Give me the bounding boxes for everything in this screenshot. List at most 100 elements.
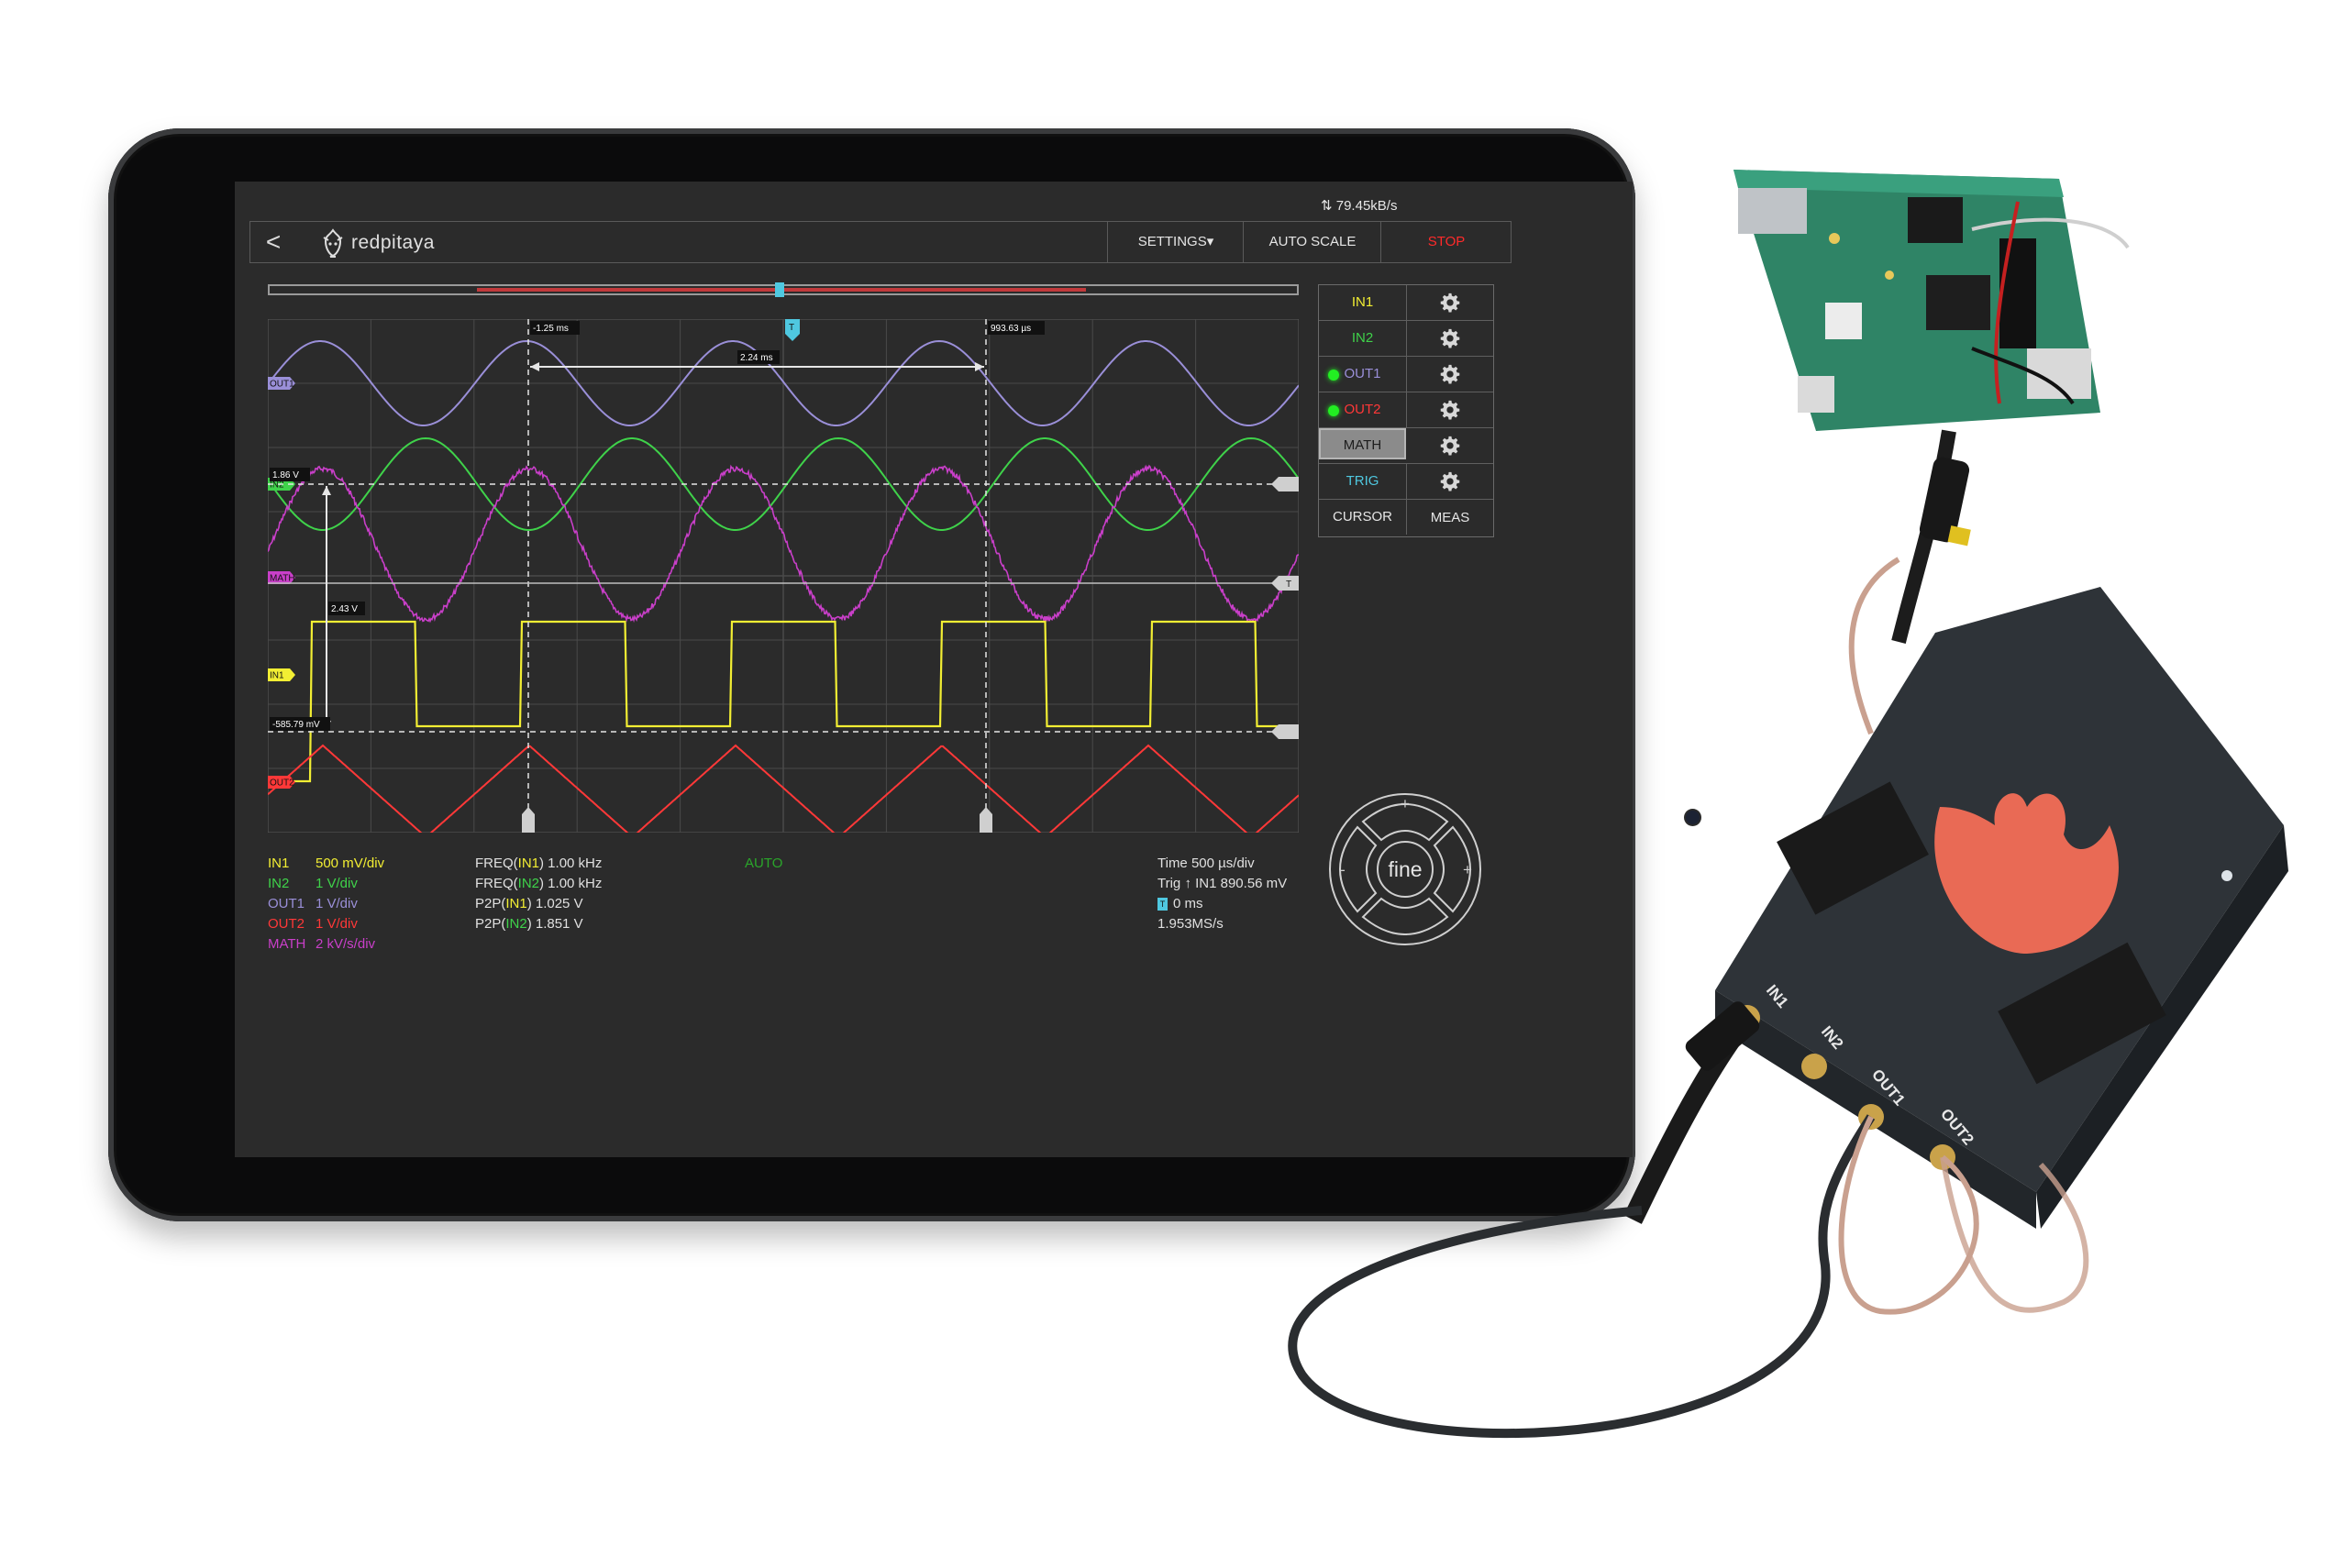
channel-button-trig[interactable]: TRIG bbox=[1319, 464, 1407, 499]
channel-label-out1: OUT1 bbox=[1344, 366, 1381, 381]
timebase-trigger: Trig ↑ IN1 890.56 mV bbox=[1157, 876, 1288, 891]
level-handle bbox=[1271, 724, 1299, 739]
scale-value: 2 kV/s/div bbox=[316, 936, 376, 952]
back-button[interactable]: < bbox=[260, 227, 287, 257]
trigger-marker-icon: T bbox=[1157, 898, 1168, 911]
gear-icon[interactable] bbox=[1407, 392, 1493, 427]
gear-icon[interactable] bbox=[1407, 428, 1493, 463]
settings-button[interactable]: SETTINGS▾ bbox=[1107, 222, 1244, 262]
scale-value: 1 V/div bbox=[316, 896, 358, 911]
trace-in2 bbox=[268, 436, 1299, 531]
trace-tag-label-out1: OUT1 bbox=[270, 380, 294, 390]
scale-value: 1 V/div bbox=[316, 876, 358, 891]
meas-button[interactable]: MEAS bbox=[1430, 509, 1470, 525]
channel-button-math[interactable]: MATH bbox=[1319, 428, 1406, 459]
channel-button-in2[interactable]: IN2 bbox=[1319, 321, 1407, 356]
cursor-y2-label-bg bbox=[270, 717, 330, 731]
cursor-handle bbox=[980, 807, 992, 833]
meas-freq-in1: FREQ(IN1) 1.00 kHz bbox=[475, 856, 603, 871]
plus-right-icon: + bbox=[1463, 861, 1472, 878]
channel-row-in2: IN2 bbox=[1319, 321, 1493, 357]
fine-button[interactable] bbox=[1377, 841, 1434, 898]
stop-button[interactable]: STOP bbox=[1380, 222, 1512, 262]
nav-right-button[interactable] bbox=[1433, 825, 1471, 913]
channel-label-out2: OUT2 bbox=[1344, 402, 1381, 417]
gear-icon[interactable] bbox=[1407, 285, 1493, 320]
scale-channel-name: IN1 bbox=[268, 856, 290, 871]
channel-row-math: MATH bbox=[1319, 428, 1493, 464]
port-out1-label: OUT1 bbox=[1868, 1066, 1909, 1109]
channel-button-out2[interactable]: OUT2 bbox=[1319, 392, 1407, 427]
timeline-trigger-marker[interactable] bbox=[775, 282, 784, 297]
redpitaya-logo: redpitaya bbox=[320, 227, 435, 259]
cursor-y1-label-bg bbox=[270, 468, 310, 481]
plot-traces bbox=[268, 339, 1299, 833]
timebase-time: Time 500 µs/div bbox=[1157, 856, 1255, 871]
nav-left-button[interactable] bbox=[1339, 825, 1378, 913]
channel-label-trig: TRIG bbox=[1346, 473, 1379, 489]
channel-enabled-indicator bbox=[1328, 370, 1339, 381]
network-activity-icon: ⇅ bbox=[1321, 198, 1336, 214]
minus-down-icon: - bbox=[1402, 925, 1408, 943]
channel-button-out1[interactable]: OUT1 bbox=[1319, 357, 1407, 392]
gear-icon[interactable] bbox=[1407, 321, 1493, 356]
auto-scale-button[interactable]: AUTO SCALE bbox=[1243, 222, 1381, 262]
app-header: < redpitaya SETTINGS▾ AUTO SCALE STOP bbox=[249, 221, 1512, 263]
buffer-timeline[interactable] bbox=[268, 282, 1299, 297]
trace-tag-out2 bbox=[268, 776, 295, 789]
port-in1-label: IN1 bbox=[1763, 981, 1792, 1010]
channel-row-tools: CURSOR MEAS bbox=[1319, 500, 1493, 536]
cursor-dy-label-bg bbox=[328, 602, 365, 615]
channel-label-in2: IN2 bbox=[1351, 330, 1374, 346]
cursor-x2-label-bg bbox=[988, 321, 1045, 335]
logo-text: redpitaya bbox=[351, 232, 435, 253]
cursor-dy-label: 2.43 V bbox=[331, 604, 358, 614]
trace-tag-label-in2: IN2 bbox=[270, 480, 284, 491]
front-camera bbox=[1686, 811, 1700, 824]
red-pitaya-flame-logo bbox=[1934, 793, 2119, 954]
scale-channel-name: MATH bbox=[268, 936, 306, 952]
gear-icon[interactable] bbox=[1407, 464, 1493, 499]
trace-tag-in1 bbox=[268, 668, 295, 681]
trace-tag-label-in1: IN1 bbox=[270, 671, 284, 681]
dropdown-caret-icon: ▾ bbox=[1206, 234, 1214, 249]
chevron-left-icon: < bbox=[265, 227, 282, 256]
nav-down-button[interactable] bbox=[1361, 897, 1449, 935]
meas-p2p-in2: P2P(IN2) 1.851 V bbox=[475, 916, 583, 932]
channel-button-in1[interactable]: IN1 bbox=[1319, 285, 1407, 320]
gear-icon[interactable] bbox=[1407, 357, 1493, 392]
trigger-marker-label: T bbox=[789, 323, 794, 333]
trigger-level-label: T bbox=[1286, 580, 1291, 590]
trace-tag-label-out2: OUT2 bbox=[270, 778, 294, 789]
pcb-board bbox=[1733, 170, 2100, 431]
channel-row-trig: TRIG bbox=[1319, 464, 1493, 500]
plot-grid bbox=[268, 319, 1299, 833]
cursor-y1-label: 1.86 V bbox=[272, 470, 299, 480]
level-handle bbox=[1271, 576, 1299, 591]
minus-left-icon: - bbox=[1340, 861, 1346, 878]
pitaya-logo-icon bbox=[323, 228, 343, 258]
scale-value: 1 V/div bbox=[316, 916, 358, 932]
meas-freq-in2: FREQ(IN2) 1.00 kHz bbox=[475, 876, 603, 891]
channel-row-out1: OUT1 bbox=[1319, 357, 1493, 392]
nav-pad-graphic: fine + - - + bbox=[1329, 793, 1481, 945]
scale-math: MATH 2 kV/s/div bbox=[268, 934, 384, 955]
fine-label: fine bbox=[1388, 857, 1422, 881]
nav-up-button[interactable] bbox=[1361, 803, 1449, 842]
trace-tag-label-math: MATH bbox=[270, 574, 295, 584]
scale-channel-name: IN2 bbox=[268, 876, 290, 891]
cursor-button[interactable]: CURSOR bbox=[1319, 500, 1407, 535]
trace-in1 bbox=[268, 620, 1299, 783]
trigger-position-marker bbox=[785, 319, 800, 341]
scale-channel-name: OUT2 bbox=[268, 916, 305, 932]
port-in2-label: IN2 bbox=[1818, 1022, 1847, 1052]
cursor-handle bbox=[522, 807, 535, 833]
meas-p2p-in1: P2P(IN1) 1.025 V bbox=[475, 896, 583, 911]
